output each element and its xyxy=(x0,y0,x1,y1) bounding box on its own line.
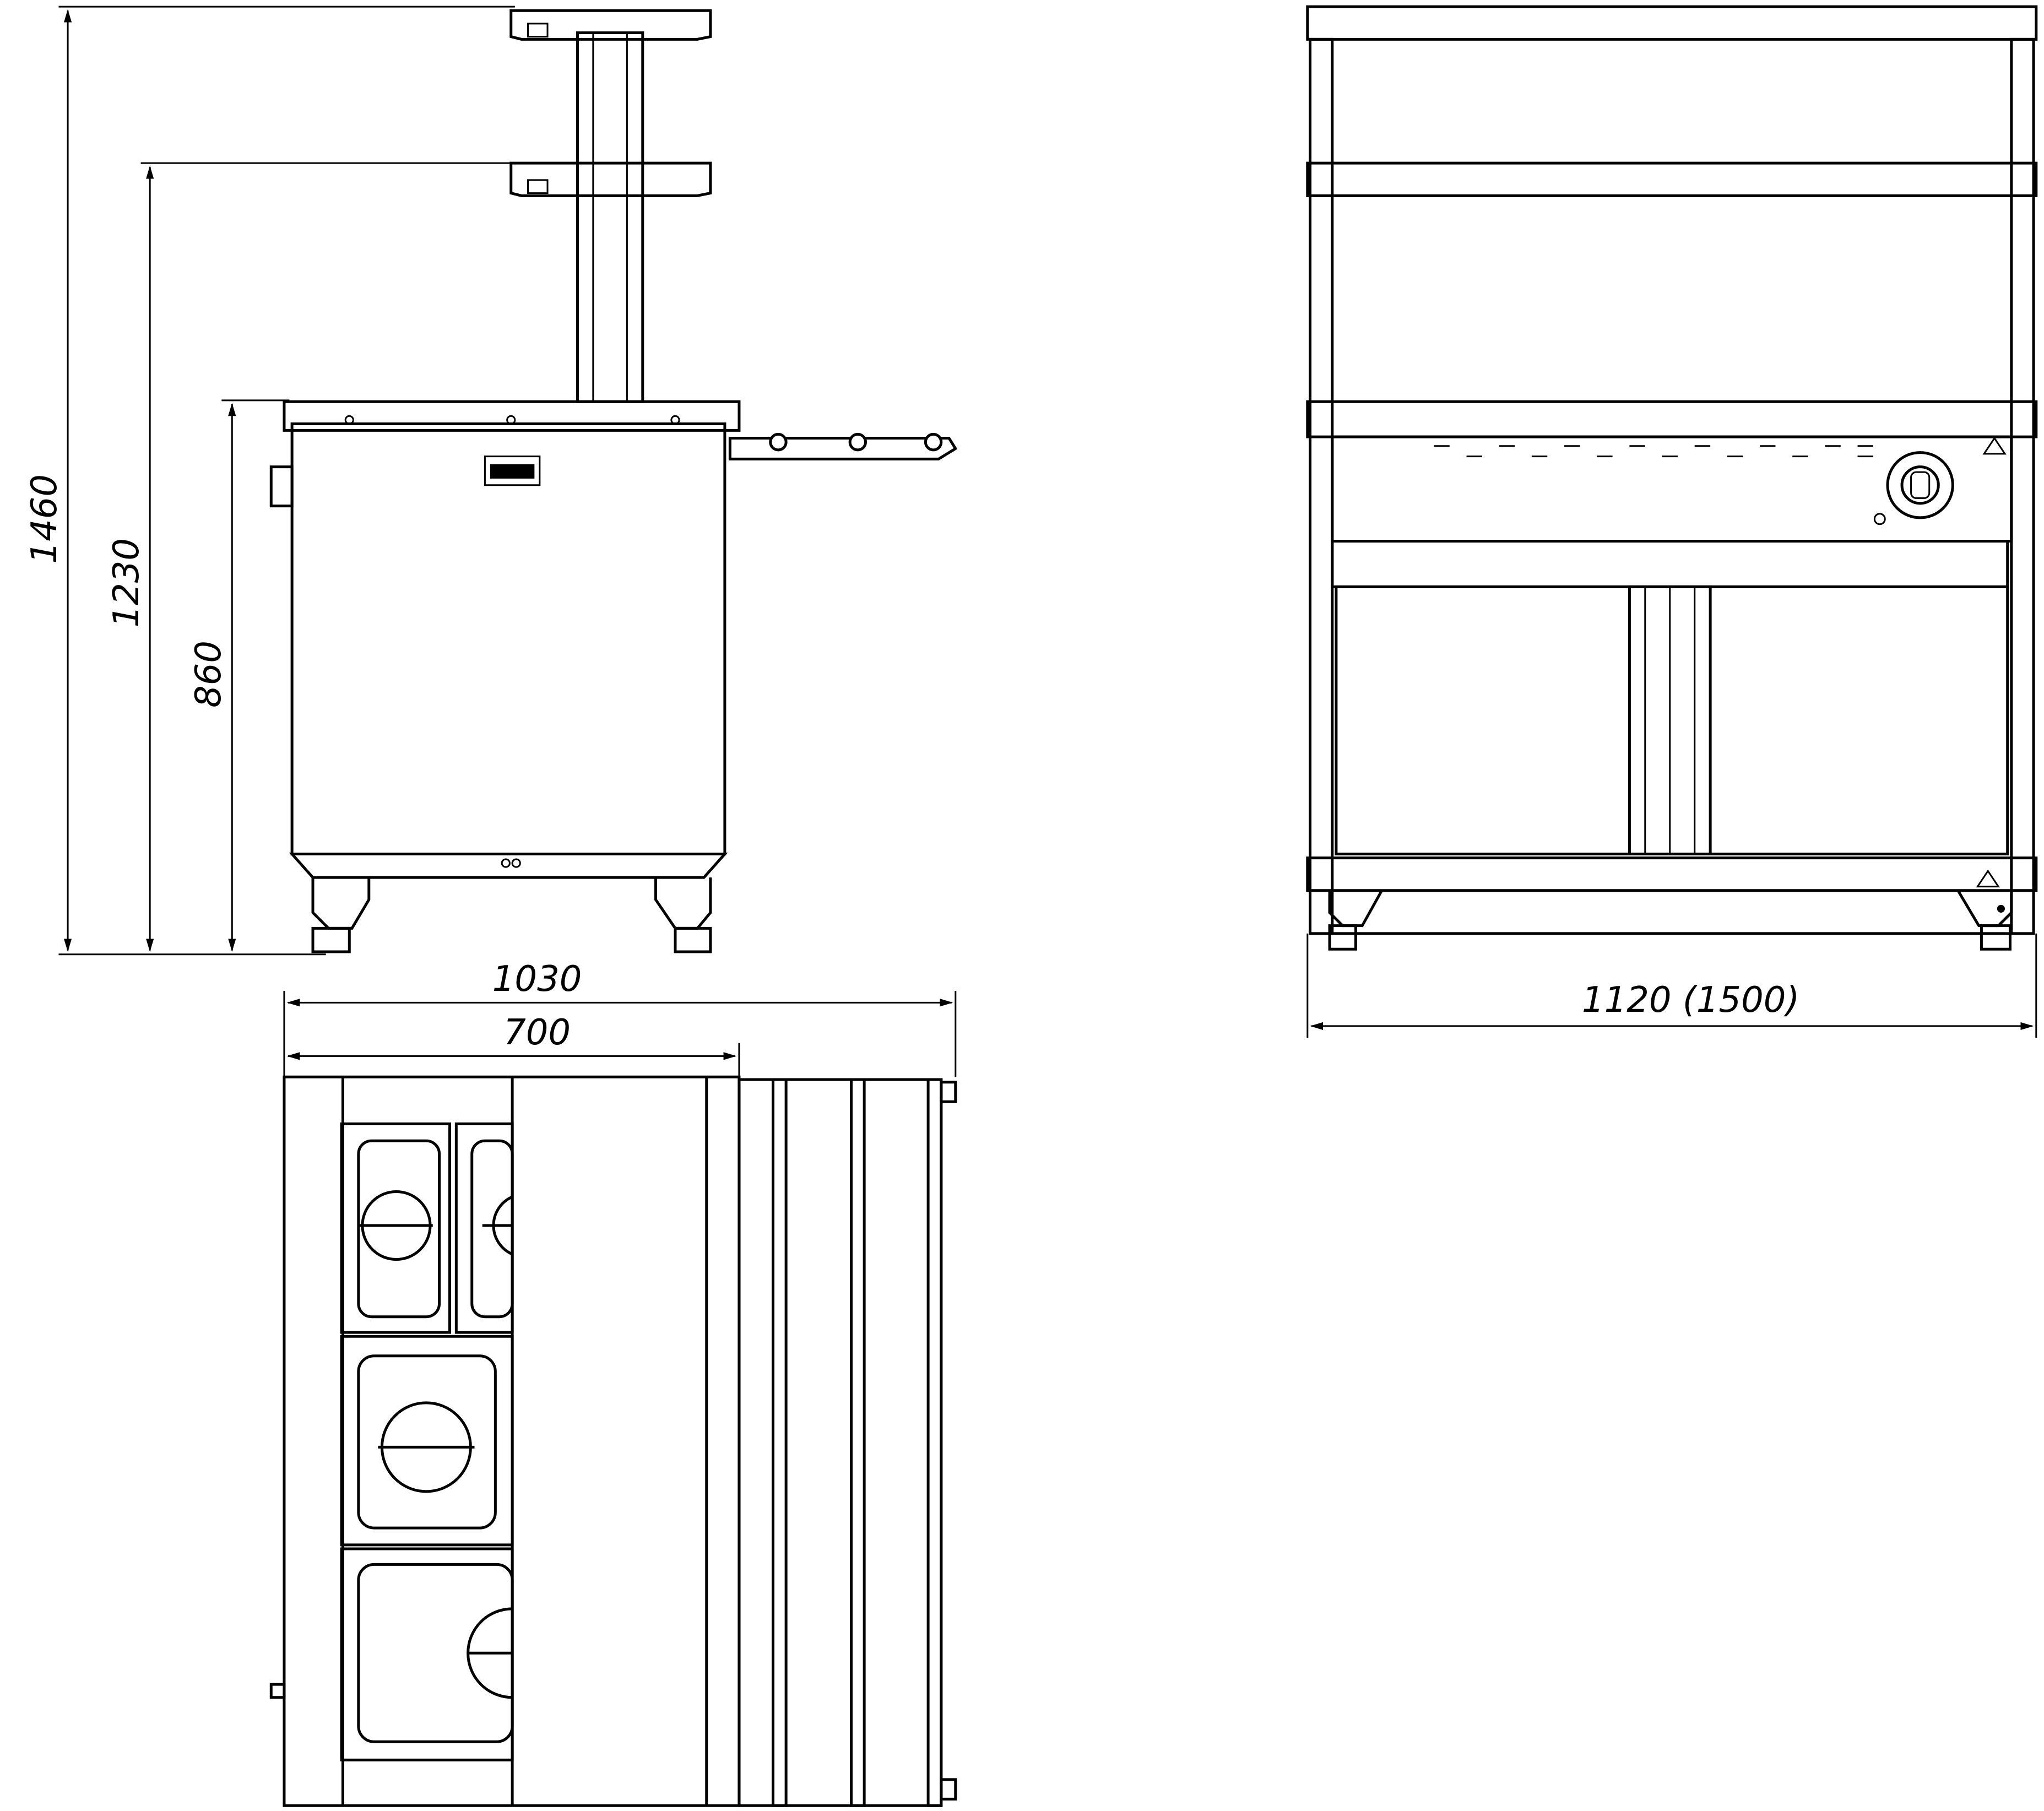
height-dimensions: 1460 1230 860 xyxy=(24,7,515,955)
legs xyxy=(313,877,711,952)
dim-860: 860 xyxy=(188,641,229,708)
front-view: 1120 (1500) xyxy=(1308,7,2036,1038)
width-dimension: 1120 (1500) xyxy=(1308,934,2036,1038)
dim-1230: 1230 xyxy=(106,538,147,628)
top-view: 1030 700 xyxy=(271,959,956,1805)
tray-rails-top xyxy=(739,1080,956,1805)
depth-dimensions: 1030 700 xyxy=(284,959,956,1077)
dim-700: 700 xyxy=(503,1012,571,1053)
tray-rail xyxy=(730,434,955,459)
side-view: 1460 1230 860 xyxy=(24,7,956,955)
shelves xyxy=(511,10,711,402)
indicator-marks xyxy=(1434,446,1873,457)
control-knob xyxy=(1874,453,1953,524)
dim-1460: 1460 xyxy=(24,474,65,564)
dim-1030: 1030 xyxy=(492,959,582,1000)
gastronorm-pans xyxy=(341,1124,512,1760)
dim-1120-1500: 1120 (1500) xyxy=(1582,980,1799,1021)
cabinet-body xyxy=(271,402,739,877)
